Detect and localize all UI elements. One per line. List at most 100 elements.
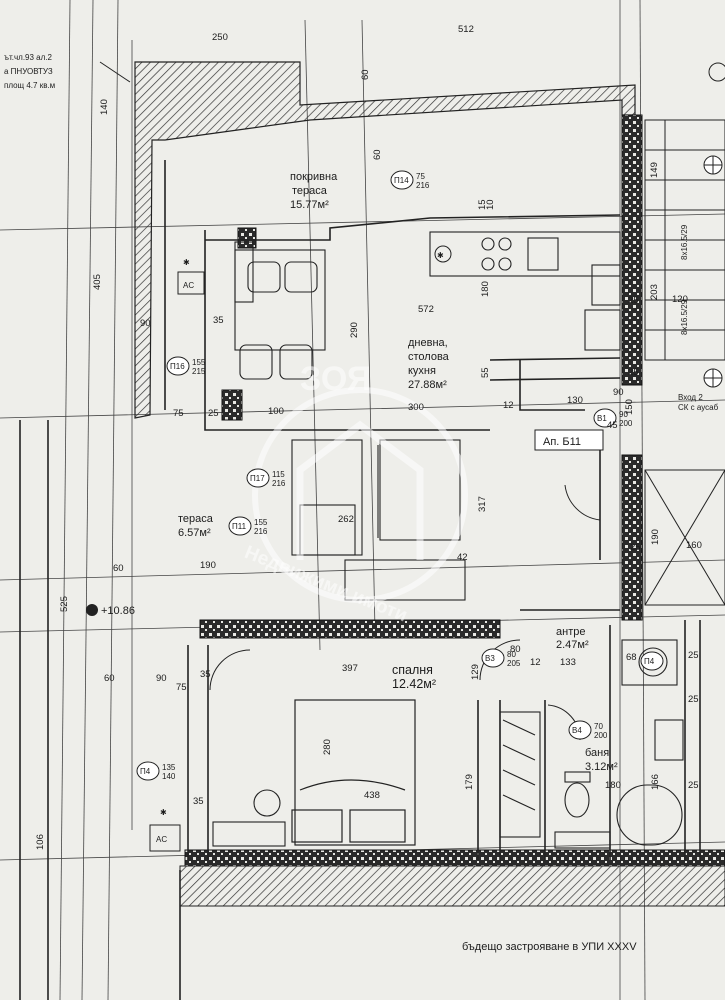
dim-25a: 25 (208, 408, 219, 419)
terrace-parapet (134, 61, 636, 419)
top-note-line1: ът.чл.93 ал.2 (4, 53, 53, 62)
dim-512: 512 (458, 24, 474, 35)
elevation-label: +10.86 (101, 605, 135, 617)
dim-300: 300 (408, 402, 424, 413)
dim-140: 140 (99, 99, 110, 115)
fan-symbol-top: ✱ (183, 258, 190, 267)
dim-129: 129 (470, 664, 481, 680)
elevation-marker (86, 604, 98, 616)
ac-label-bottom: AC (156, 835, 167, 844)
hall-name: антре (556, 626, 585, 638)
living-area: 27.88м² (408, 379, 447, 391)
dim-90b: 90 (156, 673, 167, 684)
dim-203: 203 (649, 284, 660, 300)
dim-149: 149 (649, 162, 660, 178)
dim-35a: 35 (213, 315, 224, 326)
dining-table (234, 241, 326, 380)
door-tag-width: 135 (162, 763, 176, 772)
ac-boxes (149, 271, 205, 852)
door-tag-width: 90 (619, 410, 628, 419)
dim-25c: 25 (688, 694, 699, 705)
dim-525: 525 (59, 596, 70, 612)
door-tag: П4 (640, 651, 664, 671)
door-tag-id: П14 (394, 176, 409, 185)
bedroom-name: спалня (392, 663, 433, 677)
door-tag-circle (568, 720, 592, 740)
door-tag-height: 200 (594, 731, 608, 740)
dim-179: 179 (464, 774, 475, 790)
door-tag-height: 200 (619, 419, 633, 428)
door-tag-width: 75 (416, 172, 425, 181)
axis-markers (86, 62, 725, 616)
bathroom-fixtures (554, 639, 684, 849)
stair-label-2: 8x16.5/29 (680, 299, 689, 335)
door-tag-height: 140 (162, 772, 176, 781)
door-tag-id: П4 (140, 767, 151, 776)
door-tag-height: 216 (254, 527, 268, 536)
door-tag-width: 80 (507, 650, 516, 659)
living-name3: кухня (408, 365, 436, 377)
dim-190b: 190 (650, 529, 661, 545)
door-tag-height: 215 (192, 367, 206, 376)
terrace-area: 6.57м² (178, 527, 211, 539)
watermark-brand: ЗОЯ (300, 360, 371, 398)
ac-unit-top: ✱ (434, 245, 452, 263)
roof-terrace-name2: тераса (292, 185, 328, 197)
dim-572: 572 (418, 304, 434, 315)
roof-terrace-name: покривна (290, 171, 338, 183)
door-tag-id: П16 (170, 362, 185, 371)
door-tag-width: 70 (594, 722, 603, 731)
room-labels: покривна тераса 15.77м² дневна, столова … (178, 171, 618, 773)
door-tag-id: П4 (644, 657, 655, 666)
dim-12a: 12 (503, 400, 514, 411)
dim-12b: 12 (530, 657, 541, 668)
top-note-line3: площ 4.7 кв.м (4, 81, 55, 90)
door-tag-id: В4 (572, 726, 582, 735)
living-name: дневна, (408, 337, 448, 349)
bottom-caption: бъдещо застрояване в УПИ XXXV (462, 941, 637, 953)
door-tag-id: П11 (232, 522, 247, 531)
door-tag-width: 155 (254, 518, 268, 527)
dim-25e: 25 (630, 542, 641, 553)
dim-45: 45 (607, 420, 618, 431)
dim-166: 166 (650, 774, 661, 790)
dim-190: 190 (200, 560, 216, 571)
dim-80: 80 (510, 644, 521, 655)
door-tag-width: 155 (192, 358, 206, 367)
dim-250: 250 (212, 32, 228, 43)
dim-25g: 25 (628, 367, 639, 378)
top-note-line2: а ПНУОВТУЗ (4, 67, 53, 76)
ac-label-top: AC (183, 281, 194, 290)
bedroom-area: 12.42м² (392, 677, 436, 691)
dim-280: 280 (322, 739, 333, 755)
dim-60c: 60 (104, 673, 115, 684)
door-tag-circle (390, 170, 414, 190)
dim-180b: 180 (605, 780, 621, 791)
dim-180: 180 (480, 281, 491, 297)
dim-106: 106 (35, 834, 46, 850)
door-tag-circle (593, 408, 617, 428)
door-tag-id: В1 (597, 414, 607, 423)
door-tag-circle (166, 356, 190, 376)
fan-symbol-bottom: ✱ (160, 808, 167, 817)
door-tag-width: 115 (272, 470, 285, 479)
roof-terrace-area: 15.77м² (290, 199, 329, 211)
dim-438: 438 (364, 790, 380, 801)
brick-walls (184, 114, 725, 867)
dim-120: 120 (672, 294, 688, 305)
door-tag-circle (228, 516, 252, 536)
dim-290: 290 (349, 322, 360, 338)
staircase (644, 119, 725, 606)
dim-60: 60 (360, 69, 371, 80)
apartment-label: Ап. Б11 (543, 436, 581, 448)
dim-317: 317 (477, 496, 488, 512)
